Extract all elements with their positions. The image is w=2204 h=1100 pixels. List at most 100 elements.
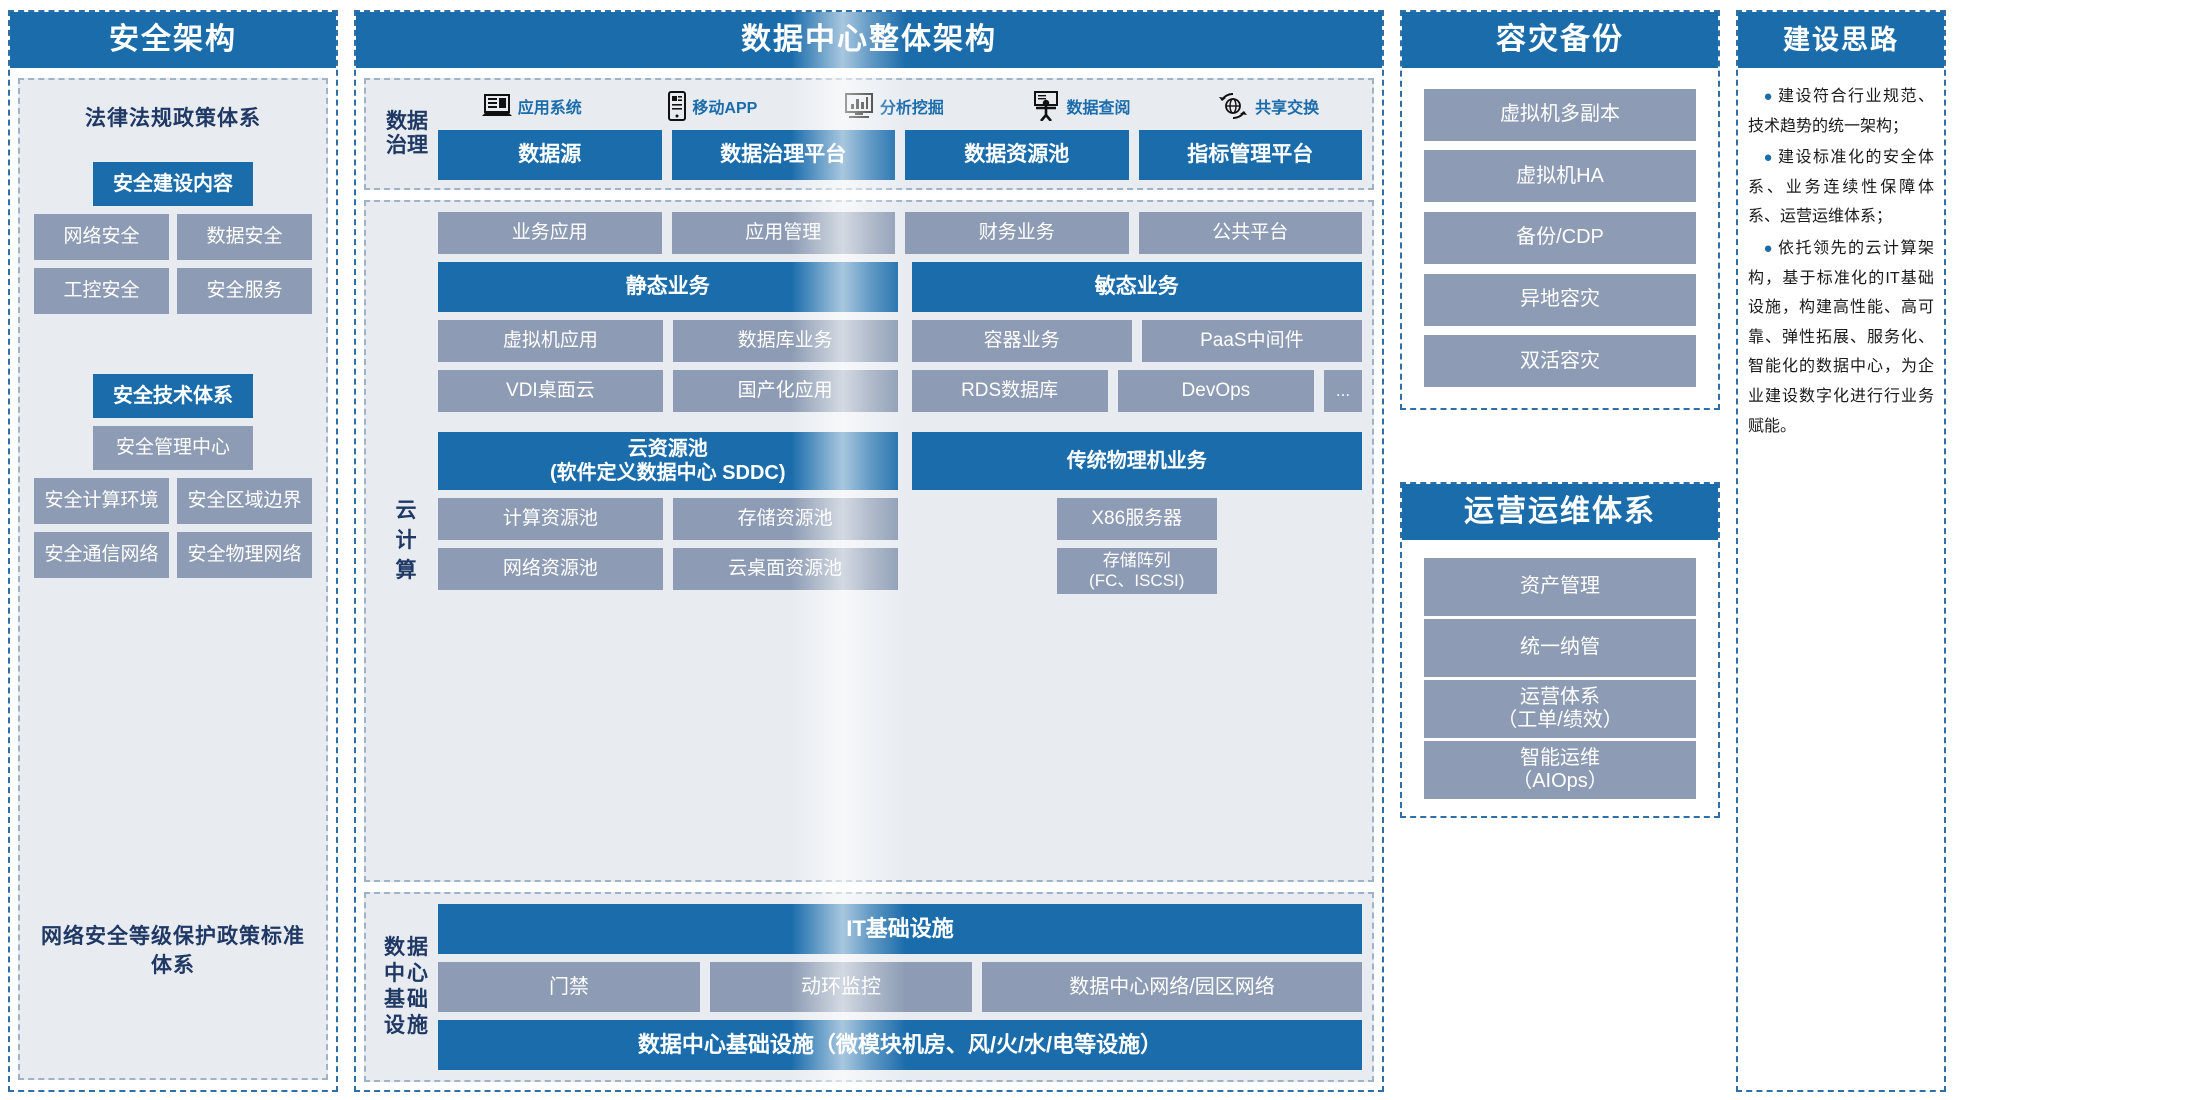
data-governance-label-line1: 数据 (386, 109, 428, 133)
data-governance-content: 应用系统 移动APP 分析挖掘 (438, 88, 1362, 180)
security-management-center[interactable]: 安全管理中心 (93, 426, 253, 470)
agile-item-paas-middleware[interactable]: PaaS中间件 (1141, 320, 1362, 362)
security-tech-grid: 安全计算环境 安全区域边界 安全通信网络 安全物理网络 (34, 478, 312, 578)
dr-item-vm-multi-replica[interactable]: 虚拟机多副本 (1424, 88, 1696, 141)
dc-facility-footer[interactable]: 数据中心基础设施（微模块机房、风/火/水/电等设施） (438, 1020, 1362, 1070)
dr-item-remote-dr[interactable]: 异地容灾 (1424, 273, 1696, 326)
static-item-localized-app[interactable]: 国产化应用 (672, 370, 898, 412)
infra-item-environment-monitor[interactable]: 动环监控 (710, 962, 973, 1012)
ops-item-2-line1: 运营体系 (1520, 685, 1600, 708)
infra-item-access-control[interactable]: 门禁 (438, 962, 701, 1012)
agile-item-rds-database[interactable]: RDS数据库 (911, 370, 1108, 412)
pool-header-line1: 云资源池 (627, 438, 708, 460)
static-item-vdi-desktop[interactable]: VDI桌面云 (438, 370, 663, 412)
static-item-db-business[interactable]: 数据库业务 (672, 320, 898, 362)
infrastructure-content: IT基础设施 门禁 动环监控 数据中心网络/园区网络 数据中心基础设施（微模块机… (438, 904, 1362, 1070)
security-item-data[interactable]: 数据安全 (177, 214, 312, 260)
pool-header-line2: (软件定义数据中心 SDDC) (549, 462, 786, 484)
agile-item-container[interactable]: 容器业务 (911, 320, 1132, 362)
physical-machine-header[interactable]: 传统物理机业务 (911, 432, 1362, 490)
cloud-computing-content: 业务应用 应用管理 财务业务 公共平台 静态业务 虚拟机应用 数据库业务 (438, 212, 1362, 870)
infra-label-char-0: 数据 (384, 935, 430, 959)
construction-approach-body: ●建设符合行业规范、技术趋势的统一架构； ●建设标准化的安全体系、业务连续性保障… (1738, 68, 1944, 1090)
infrastructure-mid-row: 门禁 动环监控 数据中心网络/园区网络 (438, 962, 1362, 1012)
cloud-computing-band: 云 计 算 业务应用 应用管理 财务业务 公共平台 (364, 200, 1374, 882)
cloud-label-char-0: 云 (395, 498, 419, 522)
dr-item-active-active-dr[interactable]: 双活容灾 (1424, 335, 1696, 388)
disaster-recovery-panel: 容灾备份 虚拟机多副本 虚拟机HA 备份/CDP 异地容灾 双活容灾 (1400, 10, 1720, 410)
agile-business-row-1: 容器业务 PaaS中间件 (911, 320, 1362, 362)
dg-box-metric-platform[interactable]: 指标管理平台 (1138, 130, 1362, 180)
person-board-icon (1030, 91, 1062, 121)
dr-item-vm-ha[interactable]: 虚拟机HA (1424, 150, 1696, 203)
physical-item-storage-array[interactable]: 存储阵列 (FC、ISCSI) (1056, 548, 1217, 594)
ops-item-3-line2: （AIOps） (1512, 769, 1608, 792)
icon-item-application-system[interactable]: 应用系统 (481, 93, 582, 119)
dg-box-resource-pool[interactable]: 数据资源池 (905, 130, 1129, 180)
bullet-dot-icon-1: ● (1762, 88, 1775, 105)
security-item-network[interactable]: 网络安全 (34, 214, 169, 260)
security-footer-heading: 网络安全等级保护政策标准体系 (41, 925, 305, 977)
bullet-dot-icon-3: ● (1762, 239, 1775, 257)
pool-item-storage[interactable]: 存储资源池 (672, 498, 898, 540)
cloud-app-business[interactable]: 业务应用 (438, 212, 662, 254)
operations-title: 运营运维体系 (1402, 484, 1718, 540)
pool-item-cloud-desktop[interactable]: 云桌面资源池 (672, 548, 898, 590)
security-panel-body: 法律法规政策体系 安全建设内容 网络安全 数据安全 工控安全 安全服务 安全技术… (10, 68, 336, 1090)
dg-box-governance-platform[interactable]: 数据治理平台 (671, 130, 895, 180)
security-item-zone-boundary[interactable]: 安全区域边界 (177, 478, 312, 524)
cloud-app-public-platform[interactable]: 公共平台 (1138, 212, 1362, 254)
icon-item-data-query[interactable]: 数据查阅 (1030, 91, 1131, 121)
pool-item-network[interactable]: 网络资源池 (438, 548, 663, 590)
dg-box-data-source[interactable]: 数据源 (438, 130, 662, 180)
security-architecture-panel: 安全架构 法律法规政策体系 安全建设内容 网络安全 数据安全 工控安全 安全服务… (8, 10, 338, 1092)
infra-label-char-2: 基础 (384, 988, 430, 1011)
datacenter-architecture-panel: 数据中心整体架构 数据 治理 应用系统 (354, 10, 1384, 1092)
operations-body: 资产管理 统一纳管 运营体系 （工单/绩效） 智能运维 （AIOps） (1402, 540, 1718, 816)
icon-item-share-exchange[interactable]: 共享交换 (1216, 92, 1319, 120)
security-build-content-title[interactable]: 安全建设内容 (93, 162, 253, 206)
ops-item-asset-management[interactable]: 资产管理 (1424, 557, 1696, 616)
agile-item-more[interactable]: ... (1324, 370, 1362, 412)
security-build-content-grid: 网络安全 数据安全 工控安全 安全服务 (34, 214, 312, 314)
security-item-ics[interactable]: 工控安全 (34, 268, 169, 314)
icon-item-mobile-app[interactable]: 移动APP (667, 91, 757, 121)
agile-item-devops[interactable]: DevOps (1117, 370, 1314, 412)
security-item-comm-network[interactable]: 安全通信网络 (34, 532, 169, 578)
ops-item-operations-system[interactable]: 运营体系 （工单/绩效） (1424, 679, 1696, 738)
infrastructure-label: 数据 中心 基础 设施 (376, 904, 438, 1070)
infrastructure-band: 数据 中心 基础 设施 IT基础设施 门禁 动环监控 数据中心网络/园区网络 数… (364, 892, 1374, 1082)
ops-item-0-line1: 资产管理 (1520, 575, 1600, 597)
cloud-app-finance[interactable]: 财务业务 (905, 212, 1129, 254)
infra-item-dc-campus-network[interactable]: 数据中心网络/园区网络 (982, 962, 1362, 1012)
agile-business-header[interactable]: 敏态业务 (911, 262, 1362, 312)
security-item-service[interactable]: 安全服务 (177, 268, 312, 314)
ops-item-2-line2: （工单/绩效） (1497, 708, 1623, 731)
security-item-physical-network[interactable]: 安全物理网络 (177, 532, 312, 578)
cloud-app-management[interactable]: 应用管理 (671, 212, 895, 254)
cloud-resource-pool-header[interactable]: 云资源池 (软件定义数据中心 SDDC) (438, 432, 898, 490)
static-item-vm-app[interactable]: 虚拟机应用 (438, 320, 663, 362)
globe-exchange-icon (1216, 92, 1250, 120)
pool-row-2: 网络资源池 云桌面资源池 (438, 548, 898, 590)
dr-item-backup-cdp[interactable]: 备份/CDP (1424, 211, 1696, 264)
physical-item-x86-server[interactable]: X86服务器 (1056, 498, 1217, 540)
pool-row-1: 计算资源池 存储资源池 (438, 498, 898, 540)
cloud-label-char-1: 计 (395, 528, 419, 552)
datacenter-panel-body: 数据 治理 应用系统 (356, 68, 1382, 1090)
cloud-split-columns: 静态业务 虚拟机应用 数据库业务 VDI桌面云 国产化应用 (438, 262, 1362, 870)
ops-item-3-line1: 智能运维 (1519, 746, 1600, 769)
icon-item-analysis-mining[interactable]: 分析挖掘 (843, 92, 944, 120)
security-item-compute-env[interactable]: 安全计算环境 (34, 478, 169, 524)
construction-approach-panel: 建设思路 ●建设符合行业规范、技术趋势的统一架构； ●建设标准化的安全体系、业务… (1736, 10, 1946, 1092)
icon-label-application-system: 应用系统 (517, 100, 582, 117)
security-tech-system-title[interactable]: 安全技术体系 (93, 374, 253, 418)
law-policy-system-heading: 法律法规政策体系 (85, 107, 261, 130)
ops-item-unified-management[interactable]: 统一纳管 (1424, 618, 1696, 677)
ops-item-aiops[interactable]: 智能运维 （AIOps） (1424, 740, 1696, 799)
static-business-header[interactable]: 静态业务 (438, 262, 898, 312)
static-business-row-2: VDI桌面云 国产化应用 (438, 370, 898, 412)
pool-item-compute[interactable]: 计算资源池 (438, 498, 663, 540)
it-infrastructure-header[interactable]: IT基础设施 (438, 904, 1362, 954)
disaster-recovery-body: 虚拟机多副本 虚拟机HA 备份/CDP 异地容灾 双活容灾 (1402, 68, 1718, 408)
